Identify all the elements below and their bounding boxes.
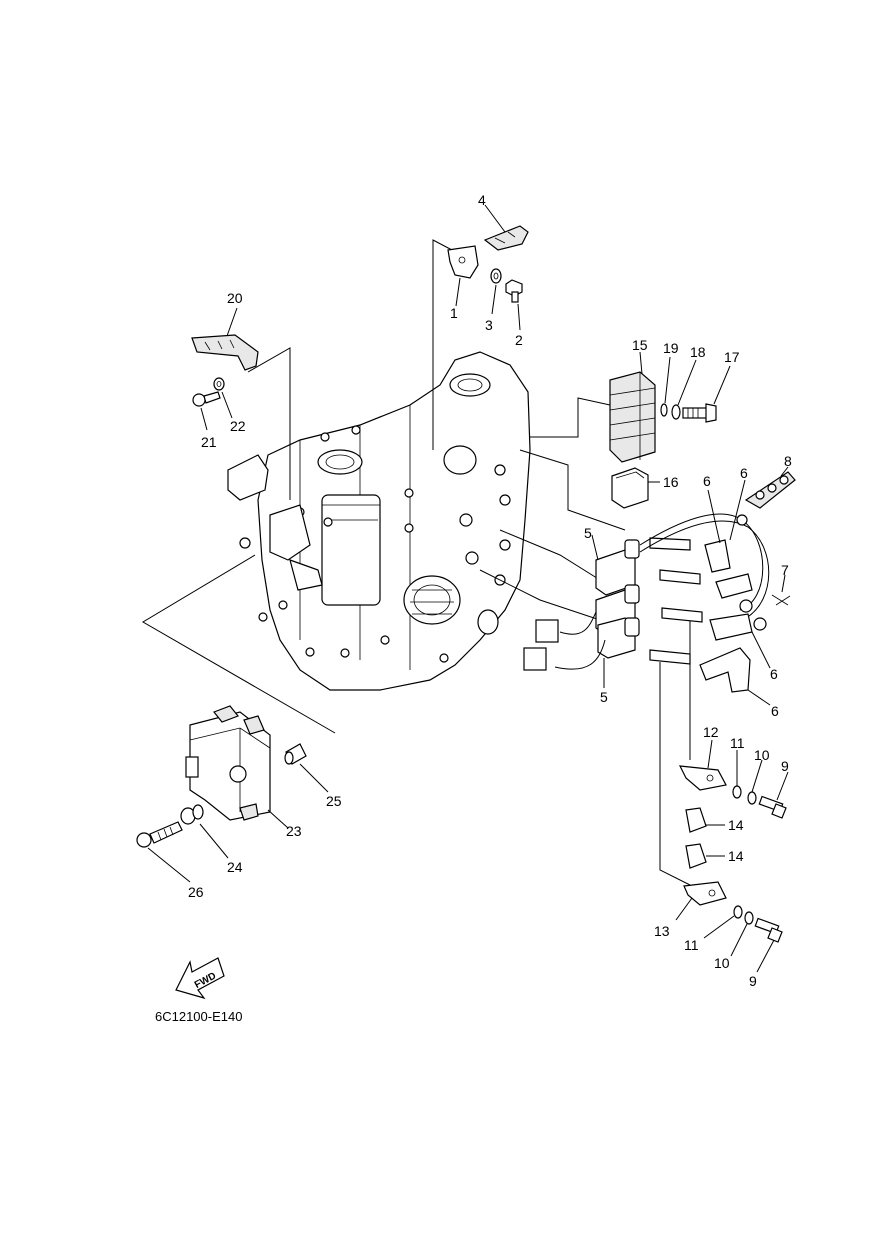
callout-14-top: 14 [728,817,744,833]
callout-3: 3 [485,317,493,333]
part-10-washer [730,759,763,957]
callout-25: 25 [326,793,342,809]
part-12-bracket [678,739,727,791]
part-25-collar [284,743,329,793]
part-26-bolt [136,821,191,883]
callout-13: 13 [654,923,670,939]
callout-24: 24 [227,859,243,875]
part-7-clamp [771,574,791,606]
part-23-ecu [185,705,289,829]
part-20-cover [191,307,259,371]
callout-labels: 1 2 3 4 5 5 6 6 6 6 7 8 9 9 10 10 11 11 … [188,192,792,989]
callout-11-bottom: 11 [684,937,699,953]
part-16-holder [611,467,660,509]
callout-6-top-right: 6 [740,465,748,481]
callout-6-mid: 6 [770,666,778,682]
callout-21: 21 [201,434,217,450]
callout-2: 2 [515,332,523,348]
callout-10-bottom: 10 [714,955,730,971]
part-6-plug-leads [639,479,771,706]
part-22-washer [213,377,233,419]
diagram-code: 6C12100-E140 [155,1009,242,1024]
part-2-bolt [505,279,523,331]
callout-17: 17 [724,349,740,365]
part-4-clip [483,204,529,251]
callout-5-bottom: 5 [600,689,608,705]
part-1-bracket [447,245,479,307]
callout-16: 16 [663,474,679,490]
engine-block [227,351,531,691]
part-13-bracket [675,881,727,921]
part-11-washer [703,750,743,939]
part-17-bolt [682,365,731,423]
leader-lines [142,239,691,886]
part-5-ignition-coils [523,534,703,688]
callout-8: 8 [784,453,792,469]
callout-6-bottom: 6 [771,703,779,719]
part-9-bolt [754,771,789,973]
callout-23: 23 [286,823,302,839]
callout-7: 7 [781,562,789,578]
part-3-washer [490,268,502,315]
callout-22: 22 [230,418,246,434]
callout-20: 20 [227,290,243,306]
callout-9-top: 9 [781,758,789,774]
callout-9-bottom: 9 [749,973,757,989]
callout-15: 15 [632,337,648,353]
callout-11-top: 11 [730,735,745,751]
callout-1: 1 [450,305,458,321]
callout-26: 26 [188,884,204,900]
part-15-rectifier [609,351,656,463]
part-21-bolt [192,391,221,431]
fwd-arrow-icon: FWD [175,957,225,1000]
callout-18: 18 [690,344,706,360]
callout-6-top-left: 6 [703,473,711,489]
callout-4: 4 [478,192,486,208]
callout-14-bottom: 14 [728,848,744,864]
part-24-grommet [180,804,229,859]
part-14-clamp [685,807,725,869]
callout-5-top: 5 [584,525,592,541]
part-18-washer [671,359,697,420]
callout-19: 19 [663,340,679,356]
part-19-washer [660,356,671,417]
callout-10-top: 10 [754,747,770,763]
callout-12: 12 [703,724,719,740]
part-8-holder [744,466,796,509]
